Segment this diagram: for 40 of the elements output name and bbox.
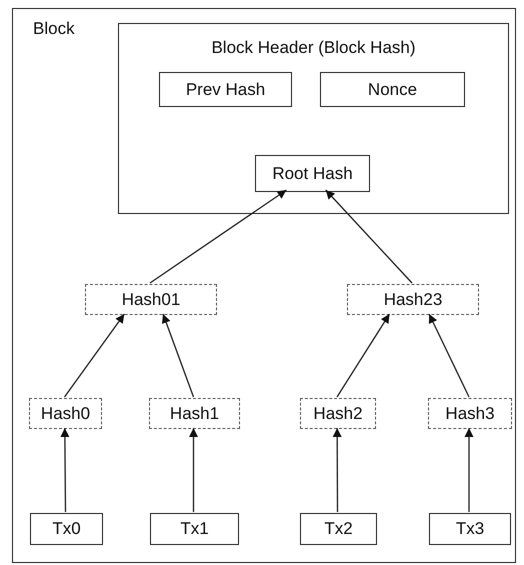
node-label: Block Header (Block Hash) — [210, 38, 417, 58]
node-label: Nonce — [366, 80, 418, 100]
field-box — [255, 155, 370, 192]
field-box — [320, 72, 465, 107]
node-label: Hash01 — [120, 290, 182, 310]
arrow — [162, 314, 194, 398]
transaction-box — [429, 513, 511, 545]
node-label: Hash2 — [312, 404, 364, 424]
arrow — [464, 428, 474, 512]
transaction-box — [30, 513, 103, 545]
hash-box — [149, 398, 240, 429]
node-label: Tx0 — [51, 519, 82, 539]
node-label: Block — [33, 19, 75, 39]
hash-box — [29, 398, 102, 429]
node-label: Hash3 — [444, 404, 496, 424]
transaction-box — [300, 513, 377, 545]
header-box — [118, 23, 509, 214]
hash-box — [300, 398, 376, 429]
node-label: Tx3 — [454, 519, 486, 539]
arrow — [336, 314, 390, 398]
node-label: Tx2 — [323, 519, 354, 539]
hash-box — [85, 284, 217, 315]
field-box — [159, 72, 292, 107]
hash-box — [428, 398, 512, 429]
hash-box — [347, 284, 479, 315]
node-label: Hash23 — [382, 290, 444, 310]
node-label: Tx1 — [179, 519, 210, 539]
arrow — [325, 190, 412, 284]
arrow — [60, 428, 70, 512]
node-label: Prev Hash — [184, 80, 266, 100]
arrow — [64, 314, 125, 398]
block-frame — [12, 8, 516, 563]
arrow — [428, 314, 470, 398]
node-label: Hash0 — [40, 404, 92, 424]
arrow — [150, 189, 287, 284]
transaction-box — [150, 513, 239, 545]
node-label: Root Hash — [271, 164, 354, 184]
arrow — [189, 428, 198, 512]
node-label: Hash1 — [168, 404, 220, 424]
arrow — [332, 428, 342, 512]
